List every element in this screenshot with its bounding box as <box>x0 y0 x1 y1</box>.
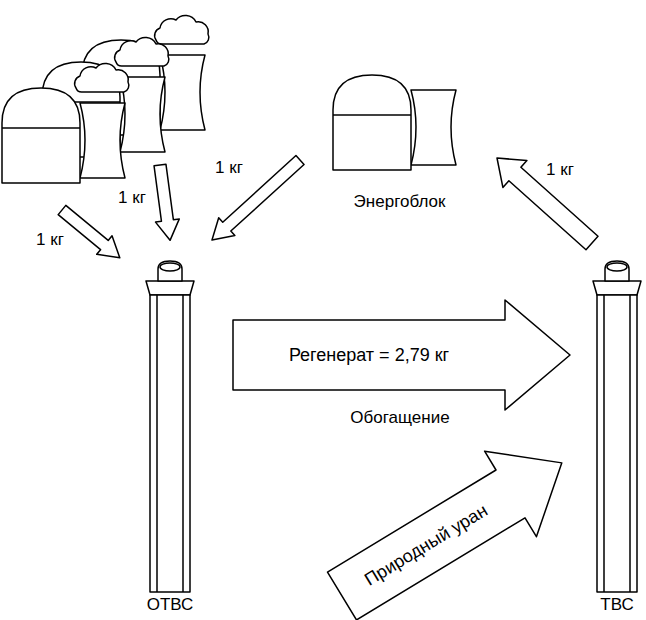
assembly-head <box>146 281 194 295</box>
steam-cloud <box>155 16 209 44</box>
reactor-line <box>2 127 80 129</box>
label-holder: Обогащение <box>348 408 451 428</box>
mass-label: 1 кг <box>116 188 148 208</box>
steam-cloud <box>75 64 129 92</box>
edge-label-holder: 1 кг <box>544 160 576 180</box>
power-plant <box>2 64 129 183</box>
label-holder: Природный уран <box>359 499 492 591</box>
flow-label: Природный уран <box>359 499 492 591</box>
mass-arrow-shape <box>204 151 308 249</box>
natural-uranium-arrow <box>316 420 588 620</box>
mass-arrow <box>204 151 308 249</box>
mass-arrow-shape <box>148 163 182 242</box>
assembly-body <box>597 295 637 592</box>
assembly-body <box>150 295 190 592</box>
label-holder: 1 кг <box>34 230 66 250</box>
assembly-knob <box>158 261 182 281</box>
node-label: ОТВС <box>145 595 196 615</box>
assembly-knob-top <box>160 263 180 271</box>
mass-arrow <box>148 163 182 242</box>
reactor-building <box>2 88 80 183</box>
assembly-edge <box>604 295 630 592</box>
assembly-edge <box>157 295 183 592</box>
cooling-tower <box>80 103 125 178</box>
steam-cloud <box>115 38 169 66</box>
fuel-assembly: ТВС <box>589 255 645 615</box>
node-label: Энергоблок <box>352 192 448 212</box>
spent-fuel-assembly: ОТВС <box>140 255 200 615</box>
reactor-building <box>333 75 411 170</box>
edge-label-holder: Регенерат = 2,79 кг <box>287 345 451 365</box>
assembly-knob <box>605 261 629 281</box>
assembly-head <box>593 281 641 295</box>
edge-label: 1 кг <box>544 160 576 180</box>
mass-arrow-shape <box>54 201 127 267</box>
node-outline <box>589 255 645 615</box>
node-outline <box>328 70 471 212</box>
node-label: ТВС <box>598 595 635 615</box>
label-holder: 1 кг <box>213 158 245 178</box>
reactor-line <box>333 114 411 116</box>
process-label: Обогащение <box>348 408 451 428</box>
mass-label: 1 кг <box>213 158 245 178</box>
regenerate-flow-arrow <box>233 300 570 410</box>
cooling-tower <box>160 55 205 130</box>
supply-arrow <box>497 158 598 250</box>
node-outline <box>140 255 200 615</box>
cooling-tower <box>411 90 456 165</box>
mass-arrow <box>54 201 127 267</box>
mass-label: 1 кг <box>34 230 66 250</box>
power-unit: Энергоблок <box>328 70 471 212</box>
power-plant <box>333 75 456 170</box>
label-holder: 1 кг <box>116 188 148 208</box>
natural-uranium-arrow-shape <box>316 420 588 620</box>
edge-label: Регенерат = 2,79 кг <box>287 345 451 365</box>
assembly-knob-top <box>607 263 627 271</box>
